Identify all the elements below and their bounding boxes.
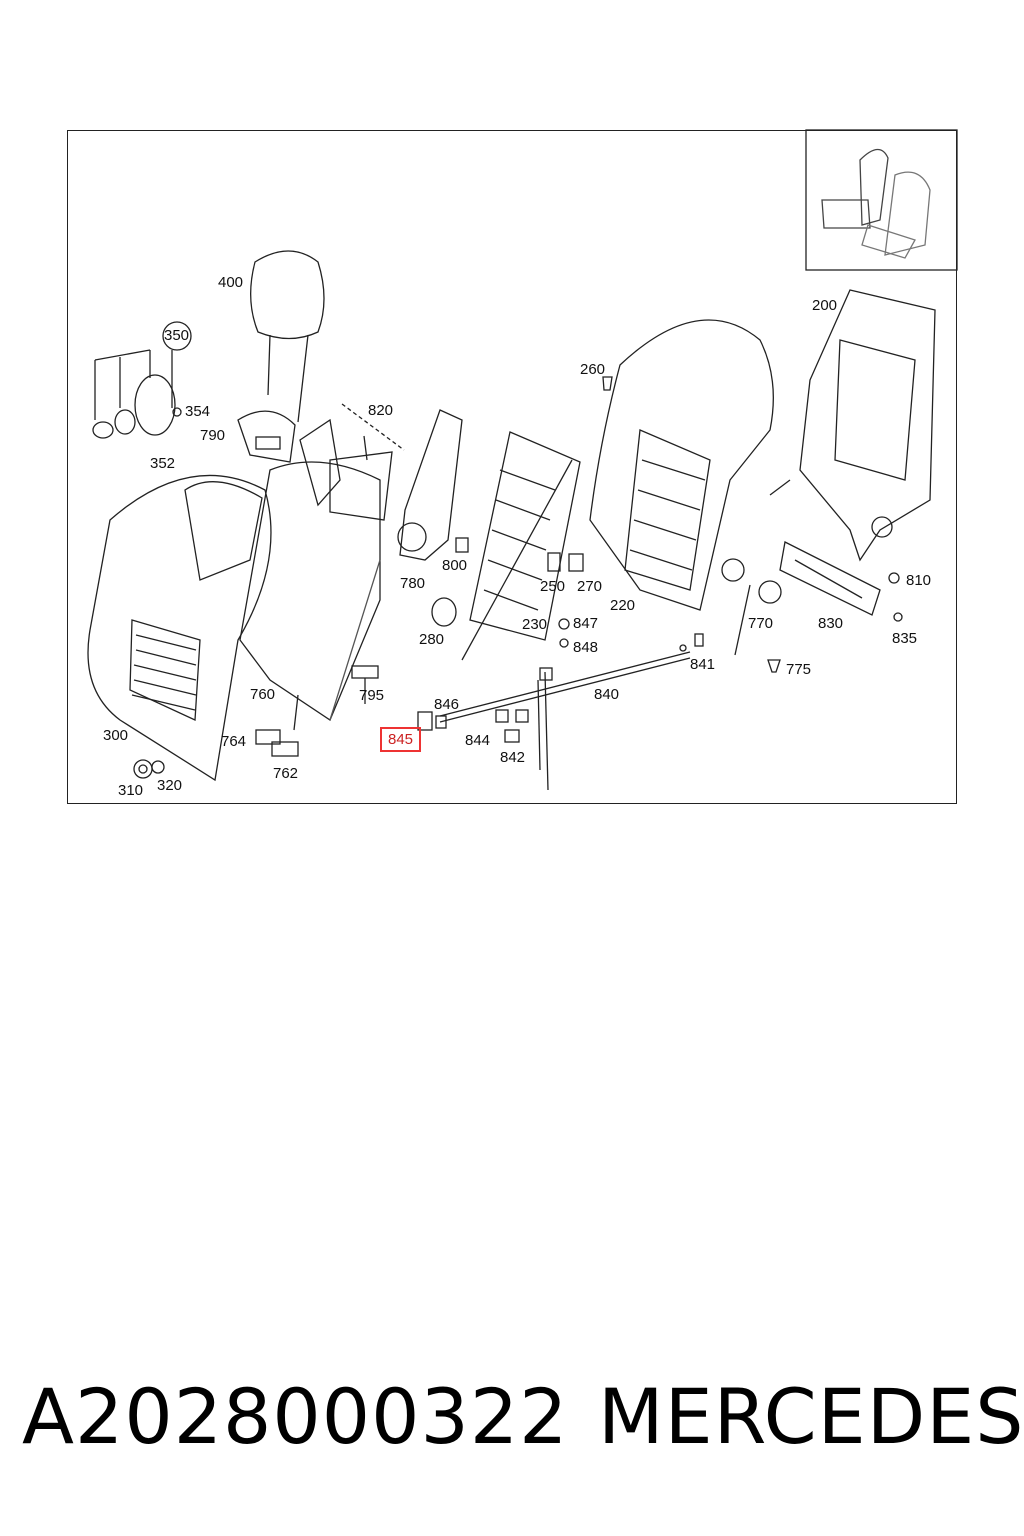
label-310: 310 [118, 782, 144, 799]
part-820 [299, 403, 405, 521]
part-810 [888, 572, 900, 584]
label-350: 350 [164, 327, 190, 344]
part-780 [397, 409, 463, 561]
part-846-845 [417, 711, 447, 731]
part-800 [455, 537, 469, 553]
label-845-highlighted: 845 [380, 727, 422, 752]
label-270: 270 [577, 578, 603, 595]
label-400: 400 [218, 274, 244, 291]
part-280 [431, 597, 457, 627]
part-350-group [92, 321, 192, 439]
label-300: 300 [103, 727, 129, 744]
label-260: 260 [580, 361, 606, 378]
label-760: 760 [250, 686, 276, 703]
headrest-400 [250, 250, 325, 423]
label-848: 848 [573, 639, 599, 656]
label-780: 780 [400, 575, 426, 592]
label-810: 810 [906, 572, 932, 589]
label-844: 844 [465, 732, 491, 749]
label-842: 842 [500, 749, 526, 766]
label-762: 762 [273, 765, 299, 782]
part-770 [721, 558, 782, 656]
label-200: 200 [812, 297, 838, 314]
label-775: 775 [786, 661, 812, 678]
part-795 [351, 665, 379, 704]
part-310-320 [133, 759, 165, 779]
label-250: 250 [540, 578, 566, 595]
backrest-shell-220 [589, 319, 774, 611]
backrest-cover-760 [239, 461, 381, 721]
label-220: 220 [610, 597, 636, 614]
label-795: 795 [359, 687, 385, 704]
brand-name: MERCEDES [598, 1372, 1024, 1461]
label-846: 846 [434, 696, 460, 713]
part-number: A2028000322 [22, 1372, 569, 1461]
inset-seat-thumbnail [805, 129, 958, 271]
label-352: 352 [150, 455, 176, 472]
part-230 [461, 431, 581, 661]
label-841: 841 [690, 656, 716, 673]
part-775 [767, 659, 781, 673]
label-764: 764 [221, 733, 247, 750]
label-790: 790 [200, 427, 226, 444]
label-354: 354 [185, 403, 211, 420]
label-770: 770 [748, 615, 774, 632]
part-764-762 [255, 694, 299, 757]
label-320: 320 [157, 777, 183, 794]
label-835: 835 [892, 630, 918, 647]
seat-cover-300 [87, 474, 272, 782]
part-847-848 [558, 618, 570, 648]
diagram-frame [67, 130, 957, 804]
label-230: 230 [522, 616, 548, 633]
part-830 [779, 541, 881, 616]
part-250-270 [547, 552, 584, 572]
label-820: 820 [368, 402, 394, 419]
part-841 [679, 633, 704, 652]
label-840: 840 [594, 686, 620, 703]
label-830: 830 [818, 615, 844, 632]
cable-840 [439, 651, 691, 791]
part-835 [893, 612, 903, 622]
label-800: 800 [442, 557, 468, 574]
label-847: 847 [573, 615, 599, 632]
part-844-842 [495, 709, 529, 743]
part-790 [237, 410, 296, 463]
label-280: 280 [419, 631, 445, 648]
part-260 [602, 376, 613, 391]
frame-200 [769, 289, 936, 562]
